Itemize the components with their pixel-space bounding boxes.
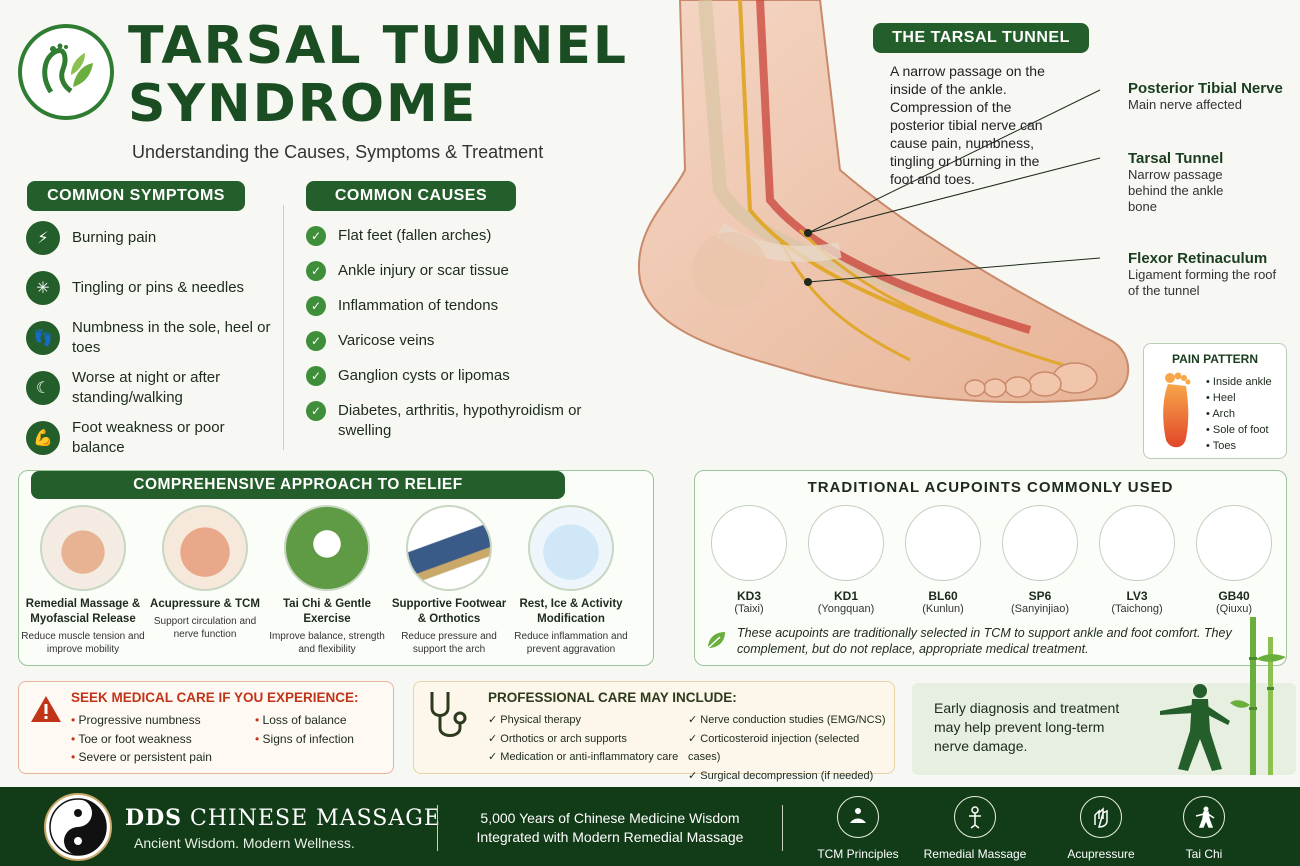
foot-image [808, 505, 884, 581]
foot-image [1196, 505, 1272, 581]
yin-yang-icon [44, 793, 112, 861]
foot-leaf-icon [42, 43, 93, 94]
foot-anatomy-illustration [637, 0, 1130, 404]
early-diagnosis-box: Early diagnosis and treatment may help p… [912, 617, 1296, 775]
foot-sole-heatmap-icon [1163, 372, 1191, 448]
list-item: ✳ Tingling or pins & needles [26, 268, 276, 308]
seek-care-list-1: Progressive numbness Toe or foot weaknes… [71, 711, 212, 767]
footer-wisdom-text: 5,000 Years of Chinese Medicine Wisdom I… [476, 810, 744, 845]
footer-icon-remedial-massage: Remedial Massage [920, 796, 1030, 861]
list-item: ⚡ Burning pain [26, 218, 276, 258]
check-icon: ✓ [306, 366, 326, 386]
tai-chi-figure-icon [1160, 684, 1230, 771]
column-divider [283, 205, 284, 450]
check-icon: ✓ [306, 331, 326, 351]
approach-item-acupressure: Acupressure & TCM Support circulation an… [143, 505, 267, 641]
acupoint-gb40: GB40 (Qiuxu) [1192, 505, 1276, 615]
acupoint-sp6: SP6 (Sanyinjiao) [998, 505, 1082, 615]
approach-heading: COMPREHENSIVE APPROACH TO RELIEF [31, 471, 565, 499]
page-title-line1: TARSAL TUNNEL [128, 16, 629, 76]
brand-logo [18, 24, 114, 120]
list-item: 💪 Foot weakness or poor balance [26, 418, 276, 458]
pain-pattern-box: PAIN PATTERN Inside ankle Heel Arch Sole… [1143, 343, 1287, 459]
warning-icon [31, 696, 61, 722]
acupoints-panel: TRADITIONAL ACUPOINTS COMMONLY USED KD3 … [694, 470, 1287, 666]
tai-chi-image [284, 505, 370, 591]
list-item: ☾ Worse at night or after standing/walki… [26, 368, 276, 408]
tai-chi-icon [1183, 796, 1225, 838]
causes-heading: COMMON CAUSES [306, 181, 516, 211]
seek-medical-care-box: SEEK MEDICAL CARE IF YOU EXPERIENCE: Pro… [18, 681, 394, 774]
symptoms-list: ⚡ Burning pain ✳ Tingling or pins & need… [26, 218, 276, 468]
professional-care-list-2: Nerve conduction studies (EMG/NCS) Corti… [688, 711, 894, 785]
check-icon: ✓ [306, 226, 326, 246]
symptoms-heading: COMMON SYMPTOMS [27, 181, 245, 211]
list-item: ✓Diabetes, arthritis, hypothyroidism or … [306, 401, 586, 441]
acupoint-kd1: KD1 (Yongquan) [804, 505, 888, 615]
foot-image [1002, 505, 1078, 581]
causes-list: ✓Flat feet (fallen arches) ✓Ankle injury… [306, 226, 586, 456]
approach-panel: COMPREHENSIVE APPROACH TO RELIEF Remedia… [18, 470, 654, 666]
footer-divider [782, 805, 783, 851]
acupoint-kd3: KD3 (Taixi) [707, 505, 791, 615]
seek-care-heading: SEEK MEDICAL CARE IF YOU EXPERIENCE: [71, 690, 359, 705]
list-item: 👣 Numbness in the sole, heel or toes [26, 318, 276, 358]
check-icon: ✓ [306, 401, 326, 421]
footprint-icon: 👣 [26, 321, 60, 355]
professional-care-heading: PROFESSIONAL CARE MAY INCLUDE: [488, 690, 737, 705]
hand-icon [1080, 796, 1122, 838]
tunnel-description: A narrow passage on the inside of the an… [890, 63, 1045, 187]
list-item: ✓Flat feet (fallen arches) [306, 226, 586, 246]
professional-care-list-1: Physical therapy Orthotics or arch suppo… [488, 711, 678, 767]
footer-divider [437, 805, 438, 851]
muscle-icon: 💪 [26, 421, 60, 455]
foot-image [905, 505, 981, 581]
massage-image [40, 505, 126, 591]
list-item: ✓Varicose veins [306, 331, 586, 351]
footer-icon-acupressure: Acupressure [1046, 796, 1156, 861]
lightning-icon: ⚡ [26, 221, 60, 255]
bamboo-icon [1230, 617, 1286, 775]
list-item: ✓Inflammation of tendons [306, 296, 586, 316]
ice-cubes-image [528, 505, 614, 591]
leaf-icon [707, 632, 725, 649]
approach-item-massage: Remedial Massage & Myofascial Release Re… [21, 505, 145, 656]
approach-item-orthotics: Supportive Footwear & Orthotics Reduce p… [387, 505, 511, 656]
foot-image [711, 505, 787, 581]
list-item: ✓Ankle injury or scar tissue [306, 261, 586, 281]
brand-tagline: Ancient Wisdom. Modern Wellness. [134, 835, 355, 851]
early-diagnosis-text: Early diagnosis and treatment may help p… [934, 700, 1120, 754]
pain-pattern-heading: PAIN PATTERN [1172, 352, 1258, 366]
body-icon [954, 796, 996, 838]
sparkle-icon: ✳ [26, 271, 60, 305]
check-icon: ✓ [306, 296, 326, 316]
foot-image [1099, 505, 1175, 581]
acupoints-note: These acupoints are traditionally select… [737, 626, 1232, 656]
stethoscope-icon [430, 692, 467, 737]
list-item: ✓Ganglion cysts or lipomas [306, 366, 586, 386]
pain-pattern-list: Inside ankle Heel Arch Sole of foot Toes [1206, 374, 1271, 454]
tunnel-heading: THE TARSAL TUNNEL [873, 23, 1089, 53]
page-title-line2: SYNDROME [128, 74, 478, 134]
professional-care-box: PROFESSIONAL CARE MAY INCLUDE: Physical … [413, 681, 895, 782]
acupuncture-image [162, 505, 248, 591]
brand-name: DDS CHINESE MASSAGE [125, 805, 441, 831]
acupoint-lv3: LV3 (Taichong) [1095, 505, 1179, 615]
check-icon: ✓ [306, 261, 326, 281]
footer-icon-tai-chi: Tai Chi [1149, 796, 1259, 861]
orthotic-insole-image [406, 505, 492, 591]
acupoints-heading: TRADITIONAL ACUPOINTS COMMONLY USED [807, 479, 1174, 496]
meditation-icon [837, 796, 879, 838]
page-subtitle: Understanding the Causes, Symptoms & Tre… [132, 142, 544, 162]
acupoint-bl60: BL60 (Kunlun) [901, 505, 985, 615]
seek-care-list-2: Loss of balance Signs of infection [255, 711, 354, 748]
moon-icon: ☾ [26, 371, 60, 405]
approach-item-tai-chi: Tai Chi & Gentle Exercise Improve balanc… [265, 505, 389, 656]
footer-icon-tcm-principles: TCM Principles [803, 796, 913, 861]
footer-bar: DDS CHINESE MASSAGE Ancient Wisdom. Mode… [0, 787, 1300, 866]
approach-item-rest-ice: Rest, Ice & Activity Modification Reduce… [509, 505, 633, 656]
